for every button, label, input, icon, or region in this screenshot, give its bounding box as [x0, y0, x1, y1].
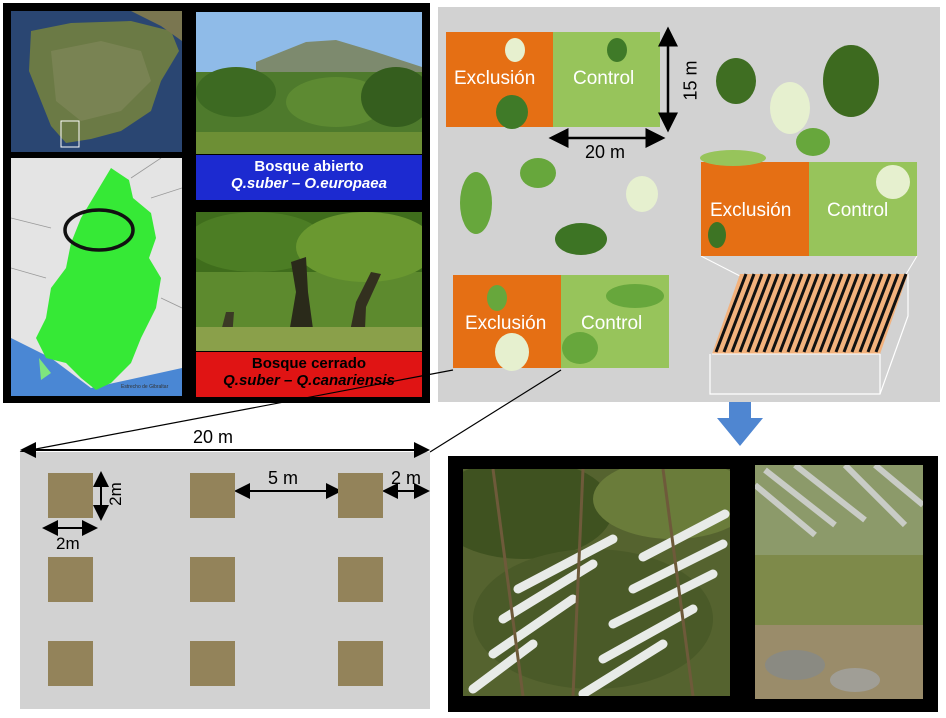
plot1-control-label: Control — [573, 68, 635, 89]
tree — [700, 150, 766, 166]
closed-forest-title: Bosque cerrado — [251, 355, 367, 372]
plot3-control-label: Control — [581, 313, 643, 334]
open-forest-photo — [196, 12, 422, 154]
open-forest-title: Bosque abierto — [254, 158, 364, 175]
subplot-square — [190, 557, 235, 602]
closed-forest-photo — [196, 212, 422, 351]
closed-forest-banner: Bosque cerrado Q.suber – Q.canariensis — [196, 352, 422, 397]
tree — [606, 284, 664, 308]
tree — [562, 332, 598, 364]
subplot-total-width-label: 20 m — [193, 427, 234, 447]
understory-photo — [755, 465, 923, 699]
plot3-exclusion-label: Exclusión — [465, 313, 547, 334]
plot-width-label: 20 m — [585, 142, 626, 162]
province-map: Estrecho de Gibraltar — [11, 158, 182, 396]
subplot-square — [48, 641, 93, 686]
tree — [876, 165, 910, 199]
exclusion-structure-photo — [463, 469, 730, 696]
iberia-map — [11, 11, 182, 152]
subplot-square — [338, 557, 383, 602]
plot1-control: Control — [553, 32, 660, 127]
subplot-square — [338, 473, 383, 518]
tree — [555, 223, 607, 255]
plot-dimension-arrows — [548, 26, 678, 148]
subplot-square — [190, 473, 235, 518]
map-caption: Estrecho de Gibraltar — [121, 384, 169, 390]
subplot-square — [338, 641, 383, 686]
tree — [626, 176, 658, 212]
tree — [823, 45, 879, 117]
plot2-control-label: Control — [827, 200, 889, 221]
tree — [496, 95, 528, 129]
square-width-label: 2m — [56, 534, 80, 553]
tree — [520, 158, 556, 188]
subplot-edge-label: 2 m — [391, 468, 422, 488]
exclusion-structure-diagram — [700, 256, 918, 395]
tree — [796, 128, 830, 156]
tree — [487, 285, 507, 311]
open-forest-species: Q.suber – O.europaea — [231, 175, 387, 192]
subplot-square — [48, 473, 93, 518]
subplot-dimension-arrows — [20, 442, 430, 536]
tree — [716, 58, 756, 104]
subplot-square — [190, 641, 235, 686]
plot2-exclusion-label: Exclusión — [710, 200, 792, 221]
tree — [708, 222, 726, 248]
tree — [770, 82, 810, 134]
closed-forest-species: Q.suber – Q.canariensis — [223, 372, 395, 389]
tree — [460, 172, 492, 234]
plot1-exclusion-label: Exclusión — [454, 68, 536, 89]
down-arrow-icon — [717, 402, 763, 446]
tree — [607, 38, 627, 62]
tree — [495, 333, 529, 371]
subplot-square — [48, 557, 93, 602]
open-forest-banner: Bosque abierto Q.suber – O.europaea — [196, 155, 422, 200]
square-height-label: 2m — [105, 482, 125, 506]
tree — [505, 38, 525, 62]
subplot-spacing-label: 5 m — [268, 468, 299, 488]
